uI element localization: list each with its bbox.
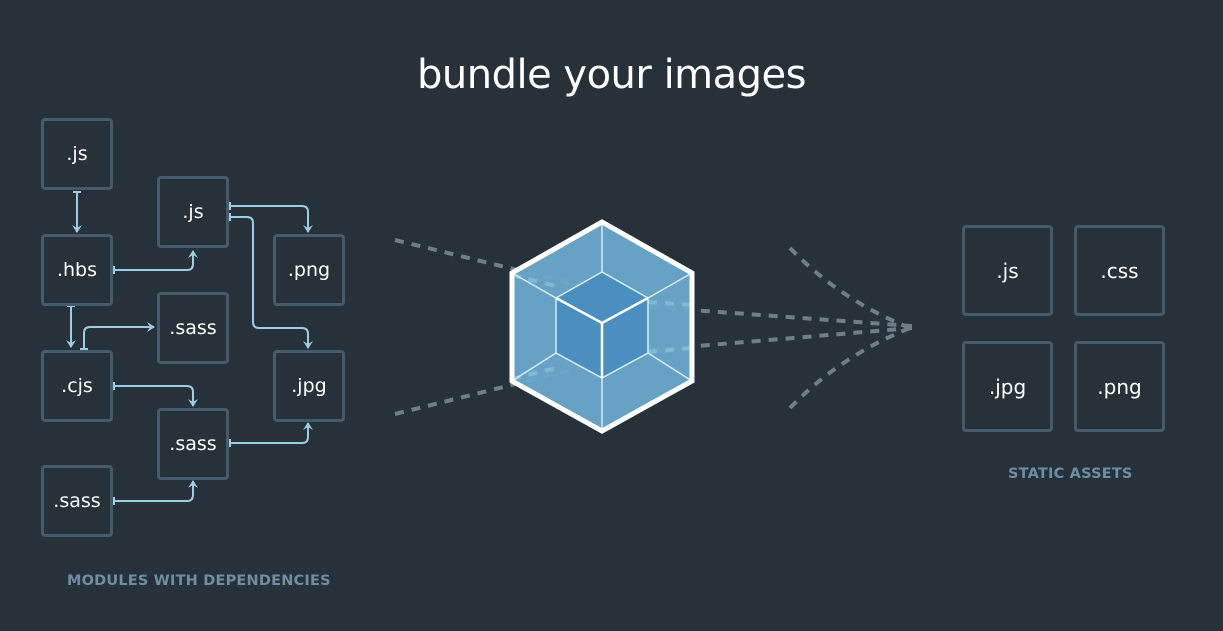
module-label: .png bbox=[287, 259, 331, 281]
module-jpg: .jpg bbox=[273, 350, 345, 422]
module-label: .sass bbox=[53, 490, 101, 512]
asset-label: .jpg bbox=[988, 374, 1027, 399]
dependency-arrows bbox=[66, 191, 313, 505]
asset-label: .css bbox=[1100, 258, 1139, 283]
module-hbs: .hbs bbox=[41, 234, 113, 306]
asset-jpg: .jpg bbox=[962, 341, 1053, 432]
asset-label: .png bbox=[1097, 374, 1142, 399]
assets-caption: STATIC ASSETS bbox=[1008, 466, 1133, 482]
module-label: .sass bbox=[169, 433, 217, 455]
module-sass: .sass bbox=[41, 465, 113, 537]
webpack-cube-icon bbox=[509, 219, 695, 434]
asset-css: .css bbox=[1074, 225, 1165, 316]
module-label: .jpg bbox=[291, 375, 327, 397]
asset-png: .png bbox=[1074, 341, 1165, 432]
module-label: .sass bbox=[169, 317, 217, 339]
module-js: .js bbox=[41, 118, 113, 190]
asset-label: .js bbox=[996, 258, 1019, 283]
module-js: .js bbox=[157, 176, 229, 248]
module-label: .js bbox=[66, 143, 88, 165]
asset-js: .js bbox=[962, 225, 1053, 316]
module-cjs: .cjs bbox=[41, 350, 113, 422]
module-png: .png bbox=[273, 234, 345, 306]
module-label: .js bbox=[182, 201, 204, 223]
page-title: bundle your images bbox=[416, 52, 807, 98]
module-sass: .sass bbox=[157, 408, 229, 480]
module-label: .hbs bbox=[56, 259, 98, 281]
module-label: .cjs bbox=[61, 375, 93, 397]
modules-caption: MODULES WITH DEPENDENCIES bbox=[67, 573, 331, 589]
module-sass: .sass bbox=[157, 292, 229, 364]
